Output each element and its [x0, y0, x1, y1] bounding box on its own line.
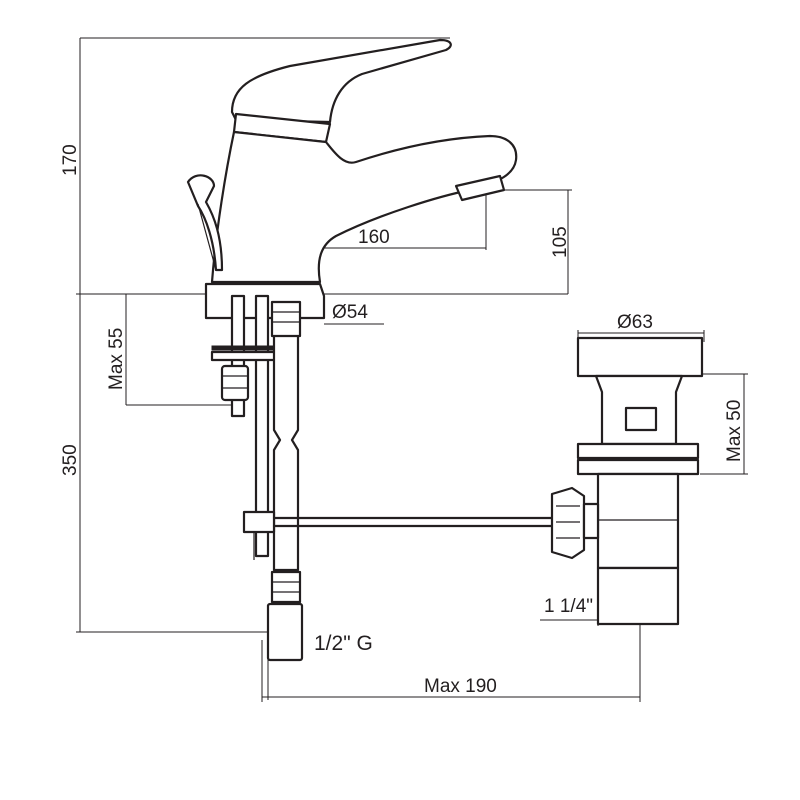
- supply-hoses: [210, 294, 562, 662]
- waste-thread-label: 1 1/4": [544, 596, 593, 617]
- waste-max-height-label: Max 50: [724, 400, 745, 462]
- max-deck-thickness-label: Max 55: [106, 328, 127, 390]
- height-above-deck-label: 170: [60, 144, 81, 176]
- spout-reach-label: 160: [358, 227, 390, 248]
- faucet-body: [186, 38, 518, 320]
- spout-height-label: 105: [550, 226, 571, 258]
- dimension-labels: 170 350 Max 55 160 105 Ø54 Ø63 Max 50 1 …: [60, 144, 745, 697]
- supply-thread-label: 1/2" G: [314, 632, 373, 655]
- base-diameter-label: Ø54: [332, 302, 368, 323]
- popup-waste: [550, 336, 704, 626]
- max-projection-label: Max 190: [424, 676, 497, 697]
- dimension-lines: [76, 37, 748, 702]
- waste-diameter-label: Ø63: [617, 312, 653, 333]
- height-below-deck-label: 350: [60, 444, 81, 476]
